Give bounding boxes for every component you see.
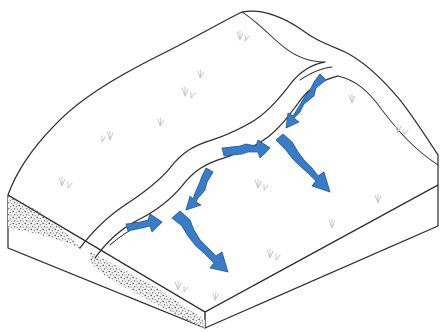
grass-tuft-icon [213, 292, 219, 300]
flow-arrow-icon [222, 140, 270, 158]
grass-tuft-icon [182, 87, 195, 98]
grass-tuft-icon [198, 70, 204, 78]
channel-floor-line-b [300, 67, 332, 80]
grass-tuft-icon [59, 177, 72, 188]
flow-arrow-icon [186, 168, 213, 210]
grass-tuft-icon [102, 131, 113, 142]
grass-tuft-icon [158, 118, 164, 126]
grass-tuft-icon [349, 94, 355, 103]
ridge-contour-right [338, 76, 438, 165]
block-right-face [205, 185, 438, 328]
grass-tuft-icon [255, 179, 268, 190]
channel-upper-bank [80, 62, 325, 248]
grass-tuft-icon [375, 194, 381, 203]
soil-cut-left [8, 195, 82, 250]
grass-tuft-icon [267, 249, 280, 260]
flow-arrow-icon [276, 134, 330, 192]
grass-tuft-icon [237, 31, 249, 41]
grass-tuft-icon [175, 281, 188, 292]
flow-arrow-icon [172, 211, 228, 272]
grass-tuft-icon [329, 219, 335, 228]
soil-cut-bottom [90, 252, 205, 328]
